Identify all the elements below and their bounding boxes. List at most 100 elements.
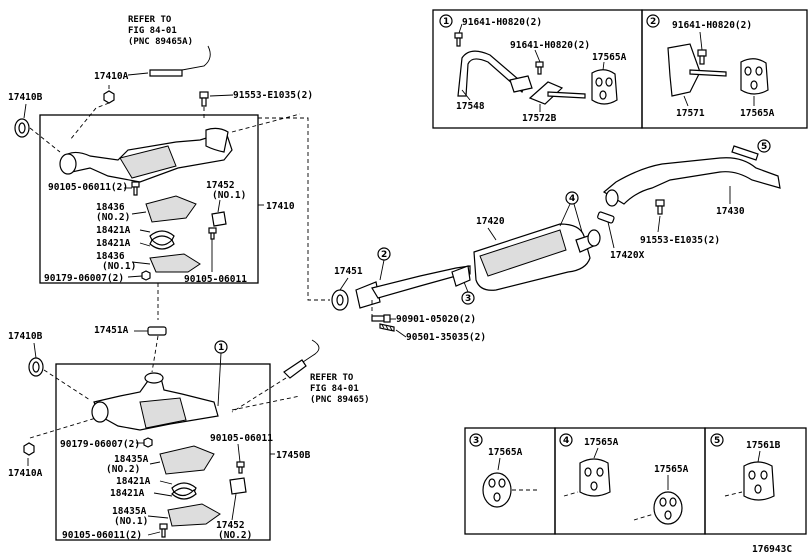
- label-90105-06011-2-top: 90105-06011(2): [48, 182, 128, 193]
- heat-shield-18436-no2-icon: [145, 195, 197, 223]
- bracket-17452-no1-icon: [211, 211, 227, 227]
- leader: [127, 275, 143, 278]
- label-91641-h0820-b: 91641-H0820(2): [510, 40, 590, 51]
- band-18421a-icon: [149, 230, 175, 241]
- leader: [339, 277, 349, 291]
- callout-2-detail-text: 2: [650, 17, 656, 27]
- label-18435a-no1-sub: (NO.1): [114, 516, 148, 527]
- label-17420x: 17420X: [610, 250, 645, 261]
- label-17452-no1: 17452: [206, 180, 235, 191]
- heat-shield-18436-no1-icon: [149, 253, 201, 273]
- leader: [559, 203, 571, 227]
- leader: [497, 457, 501, 471]
- label-17420: 17420: [476, 216, 505, 227]
- label-90179-bot: 90179-06007(2): [60, 439, 140, 450]
- label-90901: 90901-05020(2): [396, 314, 476, 325]
- callout-3-detail: [469, 433, 483, 447]
- flange-icon: [91, 401, 109, 423]
- label-18435a-no2: 18435A: [114, 454, 149, 465]
- callout-1-detail-text: 1: [443, 17, 449, 27]
- callout-4-main-text: 4: [569, 194, 575, 204]
- label-17430: 17430: [716, 206, 745, 217]
- oxygen-sensor-mid-icon: [283, 359, 307, 379]
- leader: [699, 31, 703, 51]
- rubber-hanger-icon: [740, 58, 769, 95]
- refer-top-line2: FIG 84-01: [128, 26, 177, 36]
- label-18436-no2: 18436: [96, 202, 125, 213]
- rubber-hanger-icon: [633, 491, 683, 525]
- dashed-connect: [231, 113, 301, 133]
- refer-mid-line3: (PNC 89465): [310, 395, 370, 405]
- callout-5-detail-text: 5: [714, 436, 720, 446]
- bracket-17571-icon: [667, 43, 701, 97]
- heat-shield-18435a-no2-icon: [159, 445, 215, 475]
- label-17451: 17451: [334, 266, 363, 277]
- label-17571: 17571: [676, 108, 705, 119]
- leader: [23, 103, 27, 119]
- flange-icon: [205, 127, 229, 153]
- bolt-icon: [131, 181, 140, 196]
- bolt-icon: [236, 461, 245, 474]
- bolt-icon: [697, 49, 707, 65]
- figure-code: 176943C: [752, 544, 792, 555]
- gasket-hole: [32, 361, 40, 373]
- leader: [757, 450, 761, 463]
- refer-top-line3: (PNC 89465A): [128, 37, 193, 47]
- bolt-icon: [371, 314, 391, 323]
- sensor-wire-top: [181, 45, 211, 71]
- heat-shield-18435a-no1-icon: [167, 503, 221, 527]
- leader: [209, 94, 234, 97]
- flange-icon: [144, 372, 164, 384]
- assembly-box-17450b: [55, 363, 271, 541]
- label-17410a-top: 17410A: [94, 71, 129, 82]
- converter-body-shade: [119, 145, 177, 179]
- leader: [131, 261, 151, 265]
- bracket-17548-icon: [457, 50, 526, 97]
- label-17548: 17548: [456, 101, 485, 112]
- dashed-connect: [231, 395, 301, 411]
- callout-4-detail-text: 4: [563, 436, 569, 446]
- nut-icon: [23, 442, 35, 456]
- leader: [231, 493, 237, 521]
- gasket-hole: [336, 294, 344, 306]
- rubber-hanger-icon: [482, 472, 540, 508]
- band-18421a-icon: [171, 482, 197, 493]
- leader: [131, 211, 147, 215]
- bolt-icon: [159, 523, 168, 538]
- rod-icon: [689, 69, 727, 77]
- bolt-icon: [208, 227, 217, 240]
- label-91641-h0820-a: 91641-H0820(2): [462, 17, 542, 28]
- flange-icon: [59, 153, 77, 175]
- label-17565a-d4a: 17565A: [584, 437, 619, 448]
- leader: [534, 49, 541, 63]
- callout-3-main-text: 3: [465, 294, 471, 304]
- bracket-plate-icon: [509, 75, 533, 93]
- label-17410b-bot: 17410B: [8, 331, 43, 342]
- callout-4-main: [565, 191, 579, 205]
- bolt-icon: [199, 91, 209, 107]
- callout-1-detail: [439, 14, 453, 28]
- nut-icon: [103, 90, 115, 104]
- label-18421a-2: 18421A: [96, 238, 131, 249]
- label-18421a-3: 18421A: [116, 476, 151, 487]
- label-18421a-4: 18421A: [110, 488, 145, 499]
- label-18435a-no1: 18435A: [112, 506, 147, 517]
- bolt-icon: [655, 199, 665, 215]
- leader: [139, 229, 151, 233]
- label-90105-top-right: 90105-06011: [184, 274, 247, 285]
- label-18436-no1: 18436: [96, 251, 125, 262]
- label-17565a-d2: 17565A: [740, 108, 775, 119]
- label-90105-bot-left: 90105-06011(2): [62, 530, 142, 541]
- label-90179-top: 90179-06007(2): [44, 273, 124, 284]
- gasket-17420x-icon: [597, 211, 615, 224]
- label-17452-no2-sub: (NO.2): [218, 530, 252, 541]
- refer-mid-line1: REFER TO: [310, 373, 354, 383]
- rubber-hanger-icon: [563, 458, 611, 497]
- dashed-leader: [29, 127, 61, 153]
- leader: [379, 259, 385, 281]
- callout-2-detail: [646, 14, 660, 28]
- flange-icon: [605, 189, 619, 207]
- rubber-hanger-icon: [724, 461, 775, 501]
